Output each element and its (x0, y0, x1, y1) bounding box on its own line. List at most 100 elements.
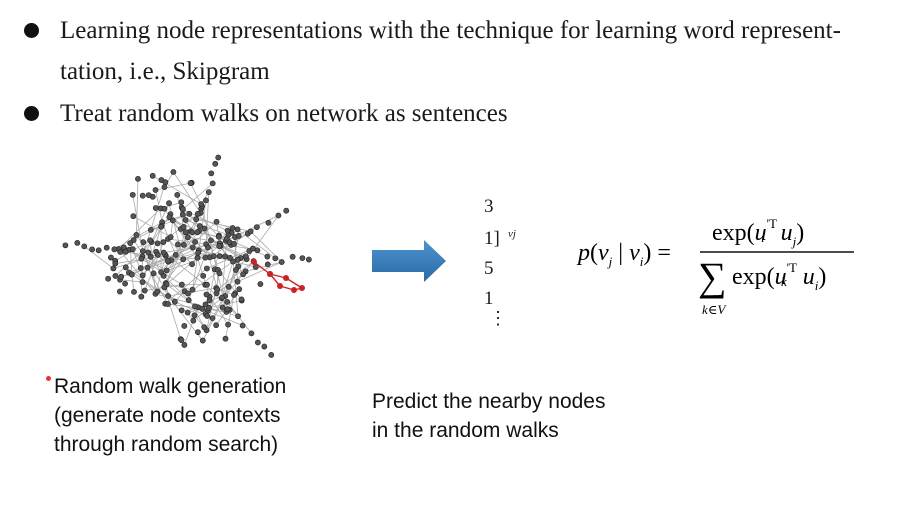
network-node (175, 241, 181, 248)
network-node (219, 294, 225, 301)
network-node (181, 323, 188, 329)
network-edge (133, 225, 162, 241)
network-node (180, 224, 187, 230)
network-node (238, 296, 245, 303)
network-node (137, 265, 144, 271)
network-node (305, 256, 312, 263)
network-node (234, 278, 241, 285)
network-node (189, 261, 195, 268)
network-edge (187, 261, 234, 294)
caption-random-walk: Random walk generation (generate node co… (54, 372, 354, 459)
network-node (185, 290, 191, 297)
network-node (160, 272, 167, 279)
bullet-1-line-1: Learning node representations with the t… (60, 17, 841, 44)
walk-node (283, 275, 289, 281)
network-node (227, 254, 233, 261)
network-node (200, 272, 207, 279)
caption-line: Predict the nearby nodes (372, 390, 606, 413)
network-node (144, 264, 151, 271)
network-node (242, 253, 249, 260)
network-node (127, 240, 134, 247)
network-node (147, 253, 154, 260)
network-node (117, 249, 124, 255)
network-node (152, 205, 159, 211)
network-node (166, 200, 172, 207)
network-node (171, 298, 178, 305)
caption-line: (generate node contexts (54, 404, 281, 427)
network-node (186, 210, 193, 217)
network-edge (221, 238, 228, 298)
network-node (162, 179, 169, 186)
network-node (239, 322, 246, 329)
network-edge (208, 307, 239, 317)
network-node (198, 201, 205, 208)
network-node (203, 197, 209, 204)
network-node (224, 298, 231, 305)
network-edge (197, 213, 220, 238)
network-node (169, 217, 176, 224)
network-node (160, 239, 167, 246)
network-edge (213, 256, 227, 312)
network-node (212, 160, 219, 167)
network-node (170, 169, 177, 175)
network-node (112, 260, 119, 267)
network-node (133, 232, 140, 238)
network-node (163, 267, 170, 274)
network-node (268, 352, 275, 358)
network-node (138, 255, 145, 262)
network-node (103, 244, 110, 251)
walk-node (267, 271, 273, 277)
network-node (225, 321, 231, 328)
network-node (206, 297, 213, 304)
network-node (206, 304, 212, 311)
network-node (122, 280, 128, 287)
network-node (194, 229, 201, 236)
network-node (181, 241, 187, 248)
network-node (257, 281, 264, 287)
network-edge (173, 171, 201, 214)
network-edge (245, 261, 282, 272)
bullet-1-line-2: tation, i.e., Skipgram (60, 58, 270, 85)
walk-sequence: 3 1] vj 5 1 ⋮ (478, 192, 538, 342)
network-node (272, 255, 279, 262)
network-node (128, 271, 135, 278)
walk-edge (253, 261, 271, 275)
bullet-2: Treat random walks on network as sentenc… (24, 93, 904, 134)
network-node (189, 244, 196, 251)
caption-line: Random walk generation (54, 375, 287, 398)
network-node (264, 253, 271, 260)
network-node (283, 207, 290, 214)
network-node (216, 253, 223, 259)
bullet-dot (24, 106, 39, 121)
network-node (264, 261, 271, 268)
walk-edge (285, 277, 303, 289)
network-node (161, 205, 168, 212)
network-node (248, 330, 255, 337)
right-arrow-icon (372, 240, 446, 282)
network-node (222, 253, 229, 260)
network-node (299, 255, 306, 261)
network-node (222, 335, 229, 342)
network-node (135, 175, 141, 182)
network-node (216, 243, 223, 250)
network-node (154, 240, 161, 247)
network-node (210, 253, 217, 260)
walk-node (299, 285, 305, 291)
network-node (122, 248, 129, 255)
network-edge (155, 182, 191, 191)
caption-line: in the random walks (372, 419, 559, 442)
network-node (235, 232, 242, 239)
network-edge (136, 178, 139, 235)
network-node (229, 225, 236, 231)
network-node (139, 248, 146, 255)
network-node (209, 315, 216, 321)
network-edge (142, 254, 159, 276)
network-node (208, 237, 214, 244)
network-node (131, 288, 137, 295)
network-node (145, 249, 152, 256)
network-node (275, 212, 282, 219)
network-node (107, 254, 114, 261)
network-node (189, 229, 196, 236)
network-edge (198, 252, 256, 268)
